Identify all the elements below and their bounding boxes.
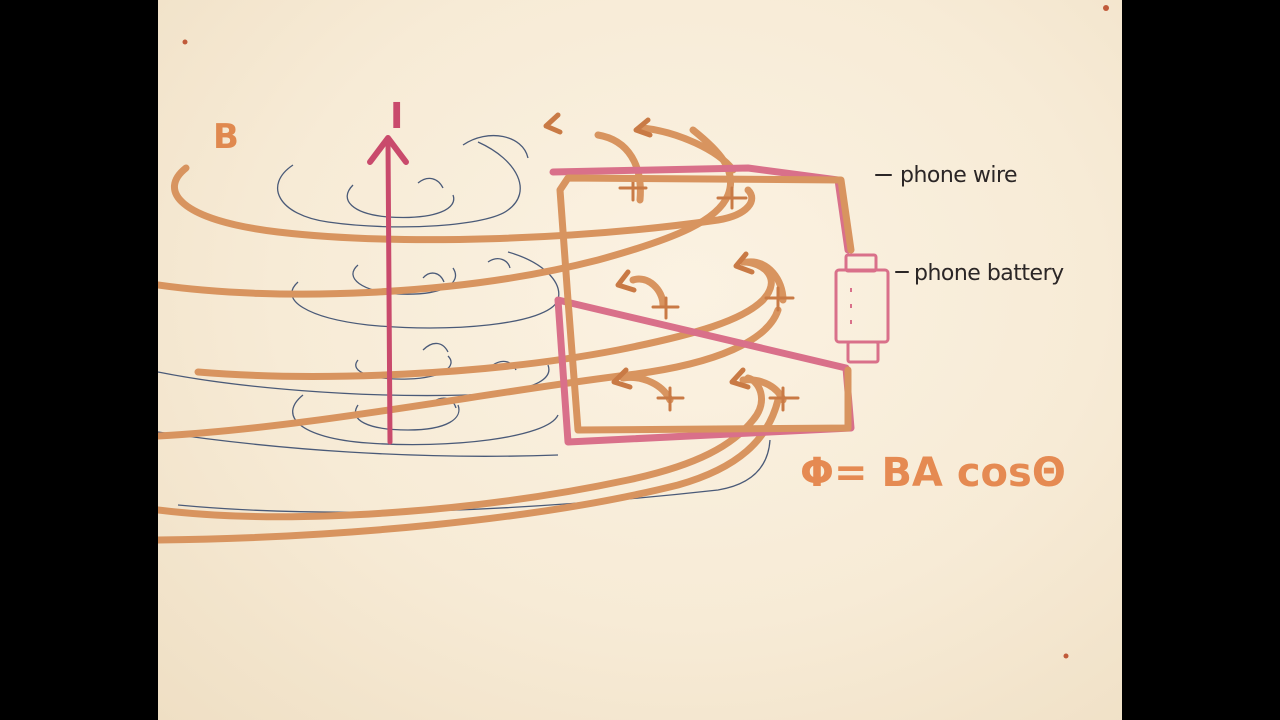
field-line-6 <box>158 396 782 544</box>
phone-battery-symbol <box>834 253 890 364</box>
flux-formula: Φ= BA cosΘ <box>800 450 1066 496</box>
battery-terminal-top <box>844 253 878 273</box>
loop-4 <box>292 394 559 446</box>
circuit-inner <box>556 174 855 434</box>
letterbox-left <box>0 0 158 720</box>
current-arrow-head <box>367 135 409 165</box>
field-line-2 <box>158 126 735 298</box>
current-arrow <box>367 135 409 445</box>
phone-wire-label: phone wire <box>900 163 1017 188</box>
field-line-5 <box>158 374 766 521</box>
phone-battery-label: phone battery <box>914 261 1064 286</box>
battery-body <box>834 268 890 344</box>
flux-ticks <box>618 178 800 412</box>
label-pointers <box>875 174 909 273</box>
loop-1 <box>276 141 521 228</box>
physics-diagram: B I phone wire phone battery Φ= BA cosΘ <box>158 5 1109 659</box>
current-label-i: I <box>390 96 403 137</box>
loop-2 <box>291 251 560 329</box>
whiteboard-paper: B I phone wire phone battery Φ= BA cosΘ <box>158 0 1122 720</box>
field-line-top-2 <box>639 124 737 174</box>
battery-terminal-bottom <box>846 340 880 364</box>
field-line-1 <box>171 164 756 244</box>
loop-far <box>177 439 771 513</box>
phone-wire-circuit <box>549 164 855 446</box>
field-line-top <box>594 131 644 204</box>
letterbox-right <box>1122 0 1280 720</box>
current-arrow-shaft <box>385 137 393 445</box>
loop-3-inner <box>355 355 452 380</box>
field-label-b: B <box>213 117 239 157</box>
field-lines <box>158 124 787 544</box>
loop-3 <box>158 364 550 397</box>
loop-top-right <box>462 134 529 159</box>
paper-specks <box>182 5 1109 659</box>
loop-5 <box>158 431 559 457</box>
field-line-3 <box>194 258 775 380</box>
loop-1-inner <box>346 184 455 219</box>
field-line-arrowheads <box>543 112 755 390</box>
circuit-outer <box>549 164 855 446</box>
magnetic-field-loops <box>158 134 771 513</box>
